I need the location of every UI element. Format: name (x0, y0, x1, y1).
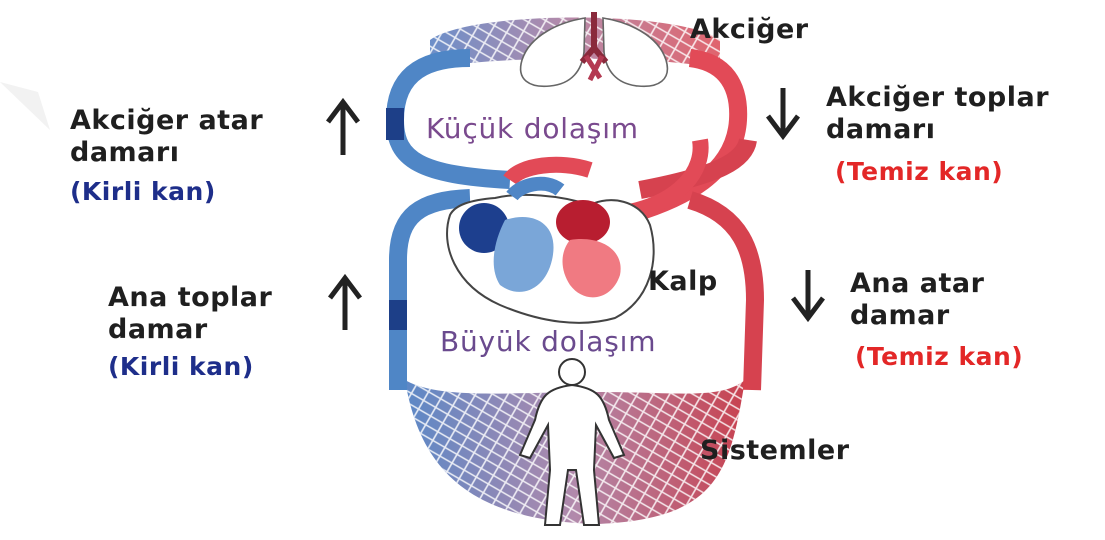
arrow-down-icon (768, 88, 798, 136)
vena-cava-blood-type: (Kirli kan) (108, 352, 254, 381)
pulmonary-artery-blood-type: (Kirli kan) (70, 177, 216, 206)
pulmonary-artery-label-line2: damarı (70, 137, 179, 168)
small-circulation-label: Küçük dolaşım (426, 112, 639, 145)
vena-cava-label-line2: damar (108, 314, 208, 345)
heart-label: Kalp (648, 266, 718, 297)
aorta-blood-type: (Temiz kan) (855, 342, 1023, 371)
lungs-label: Akciğer (690, 14, 809, 45)
pulmonary-vein-blood-type: (Temiz kan) (835, 157, 1003, 186)
arrow-down-icon (793, 270, 823, 318)
aorta-label-line2: damar (850, 300, 950, 331)
vena-cava-label: Ana toplar (108, 282, 272, 313)
arrow-up-icon (330, 278, 360, 330)
corner-fold-icon (0, 82, 50, 130)
aorta-label: Ana atar (850, 268, 984, 299)
pulmonary-vein-label: Akciğer toplar (826, 82, 1049, 113)
systems-label: Sistemler (700, 435, 850, 466)
pulmonary-artery-label: Akciğer atar (70, 105, 263, 136)
pulmonary-vein-label-line2: damarı (826, 114, 935, 145)
arrow-up-icon (328, 102, 358, 155)
heart-icon (447, 184, 654, 323)
large-circulation-label: Büyük dolaşım (440, 325, 656, 358)
